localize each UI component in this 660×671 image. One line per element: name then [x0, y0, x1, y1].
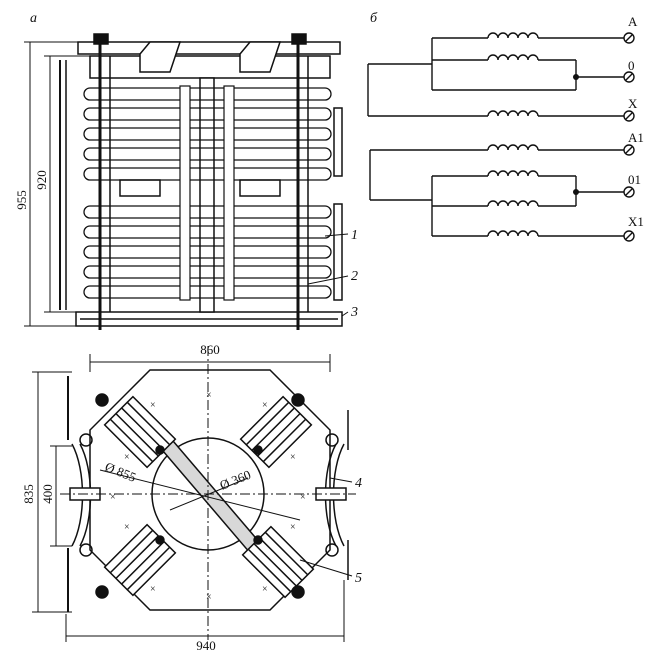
inductor-7	[487, 230, 539, 237]
dim-955: 955	[14, 190, 29, 210]
svg-text:×: ×	[290, 452, 296, 463]
schematic	[367, 32, 624, 237]
inductor-6	[487, 200, 539, 207]
svg-text:×: ×	[124, 522, 130, 533]
terminals	[623, 32, 635, 242]
inductor-4	[487, 144, 539, 151]
coil-stack-lower	[83, 205, 332, 299]
dim-920: 920	[34, 170, 49, 190]
panel-label-b: б	[370, 11, 378, 26]
inductor-3	[487, 110, 539, 117]
terminal-X1: X1	[628, 214, 644, 229]
terminal-01: 01	[628, 172, 641, 187]
svg-text:×: ×	[110, 492, 116, 503]
coil-spacers	[179, 85, 235, 301]
svg-text:×: ×	[150, 584, 156, 595]
side-dimensions	[24, 41, 90, 327]
svg-text:×: ×	[150, 400, 156, 411]
inductor-2	[487, 54, 539, 61]
svg-text:×: ×	[124, 452, 130, 463]
callout-2: 2	[351, 269, 358, 284]
terminal-A1: A1	[628, 130, 644, 145]
terminal-0: 0	[628, 58, 635, 73]
svg-text:×: ×	[290, 522, 296, 533]
top-frame	[89, 55, 331, 79]
callout-5: 5	[355, 571, 362, 586]
callout-1: 1	[351, 228, 358, 243]
panel-label-a: а	[30, 11, 37, 26]
fastener-marks: × × × × × × × × × × × ×	[110, 390, 306, 603]
dim-835: 835	[21, 484, 36, 504]
terminal-A: A	[628, 14, 638, 29]
terminal-X: X	[628, 96, 638, 111]
dim-400: 400	[40, 484, 55, 504]
dim-940: 940	[196, 638, 216, 653]
svg-text:×: ×	[262, 400, 268, 411]
callout-3: 3	[350, 305, 358, 320]
inductor-1	[487, 32, 539, 39]
svg-text:×: ×	[262, 584, 268, 595]
inductor-5	[487, 170, 539, 177]
svg-text:×: ×	[300, 492, 306, 503]
svg-text:×: ×	[206, 592, 212, 603]
coil-stack-upper	[83, 87, 332, 181]
callout-4: 4	[355, 476, 362, 491]
svg-text:×: ×	[206, 390, 212, 401]
dim-860: 860	[200, 342, 220, 357]
coil-block-br	[241, 525, 315, 599]
top-dimensions	[32, 346, 356, 642]
